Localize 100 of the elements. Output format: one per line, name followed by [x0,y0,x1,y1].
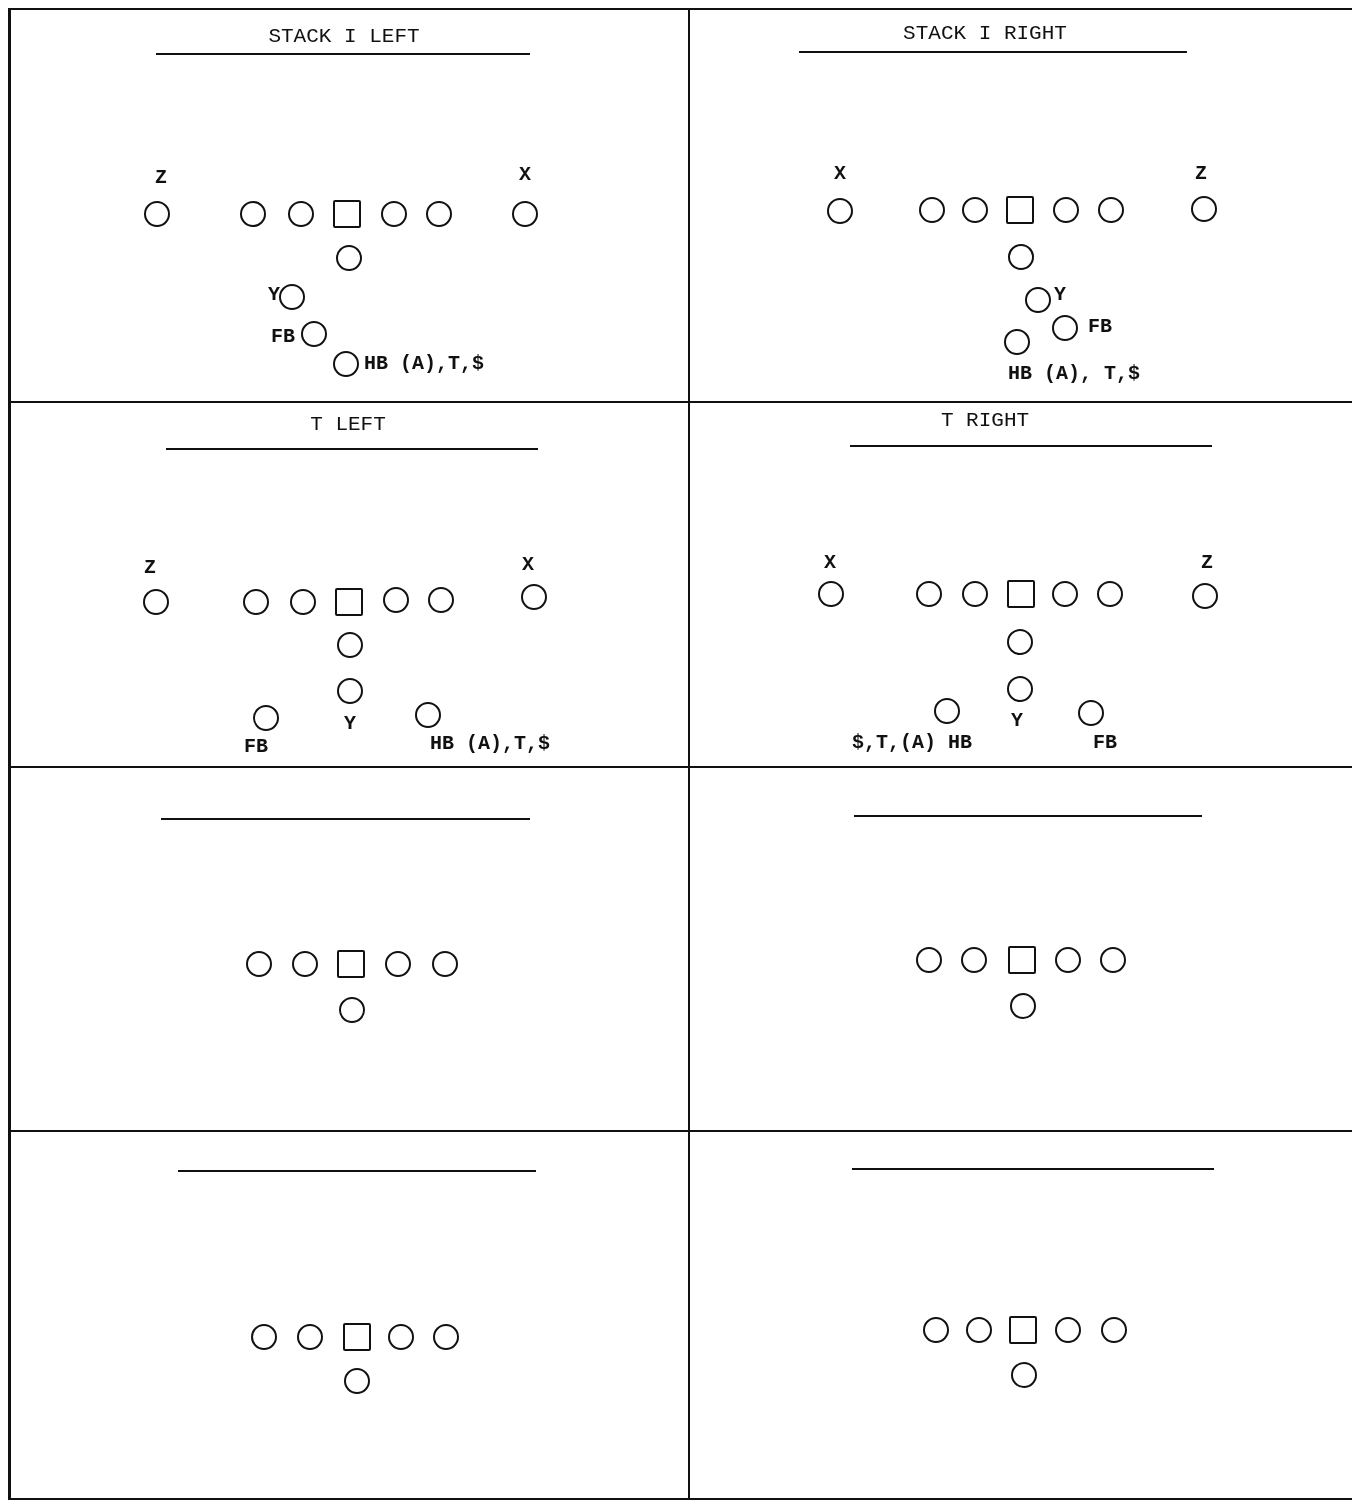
player-label: FB [244,737,268,757]
player-circle [415,702,441,728]
player-circle [1098,197,1124,223]
player-label: Z [155,168,167,188]
player-label: Z [1195,164,1207,184]
player-circle [426,201,452,227]
player-label: HB (A), T,$ [1008,364,1140,384]
player-label: HB (A),T,$ [430,734,550,754]
player-circle [827,198,853,224]
player-circle [144,201,170,227]
player-circle [428,587,454,613]
player-label: X [519,165,531,185]
player-circle [1053,197,1079,223]
player-label: Z [144,558,156,578]
formation-title: STACK I LEFT [268,24,420,48]
player-label: Y [344,714,356,734]
player-circle [1052,581,1078,607]
formation-panel [8,8,688,401]
player-circle [240,201,266,227]
player-circle [961,947,987,973]
player-circle [1011,1362,1037,1388]
player-circle [290,589,316,615]
formation-panel [8,1130,688,1500]
player-circle [818,581,844,607]
player-circle [339,997,365,1023]
player-circle [344,1368,370,1394]
player-circle [385,951,411,977]
player-circle [1010,993,1036,1019]
center-square [343,1323,371,1351]
player-label: Y [1011,711,1023,731]
player-circle [512,201,538,227]
player-circle [1100,947,1126,973]
formation-title: T LEFT [310,412,386,436]
player-label: FB [271,327,295,347]
player-circle [288,201,314,227]
player-circle [1007,629,1033,655]
player-circle [1078,700,1104,726]
player-circle [962,581,988,607]
player-circle [292,951,318,977]
player-label: HB (A),T,$ [364,354,485,374]
player-circle [301,321,327,347]
player-circle [1004,329,1030,355]
player-circle [962,197,988,223]
formation-title: STACK I RIGHT [903,21,1067,45]
player-circle [1191,196,1217,222]
player-circle [1101,1317,1127,1343]
formation-panel [688,1130,1352,1500]
player-circle [1055,1317,1081,1343]
player-circle [923,1317,949,1343]
player-label: Y [1054,285,1066,305]
center-square [1008,946,1036,974]
player-circle [1097,581,1123,607]
player-circle [1055,947,1081,973]
player-circle [297,1324,323,1350]
center-square [335,588,363,616]
player-circle [1192,583,1218,609]
player-circle [432,951,458,977]
player-label: $,T,(A) HB [852,733,972,753]
player-circle [1008,244,1034,270]
player-circle [966,1317,992,1343]
player-circle [143,589,169,615]
player-circle [251,1324,277,1350]
player-circle [243,589,269,615]
player-circle [383,587,409,613]
formation-panel [8,766,688,1130]
player-label: X [522,555,534,575]
player-circle [916,947,942,973]
formation-panel [8,401,688,766]
player-circle [333,351,359,377]
formation-panel [688,8,1352,401]
center-square [1006,196,1034,224]
player-label: X [824,553,836,573]
player-label: Y [268,285,280,305]
player-circle [336,245,362,271]
player-circle [337,632,363,658]
player-circle [934,698,960,724]
player-circle [381,201,407,227]
player-circle [433,1324,459,1350]
player-label: FB [1088,317,1112,337]
player-circle [919,197,945,223]
center-square [337,950,365,978]
formation-title: T RIGHT [940,408,1030,432]
player-circle [279,284,305,310]
center-square [333,200,361,228]
player-circle [1025,287,1051,313]
player-circle [388,1324,414,1350]
player-circle [246,951,272,977]
player-circle [521,584,547,610]
player-circle [253,705,279,731]
player-label: FB [1093,733,1117,753]
player-label: X [834,164,846,184]
formation-panel [688,766,1352,1130]
player-circle [337,678,363,704]
player-circle [1052,315,1078,341]
player-circle [916,581,942,607]
formation-panel [688,401,1352,766]
center-square [1009,1316,1037,1344]
player-circle [1007,676,1033,702]
center-square [1007,580,1035,608]
player-label: Z [1201,553,1213,573]
